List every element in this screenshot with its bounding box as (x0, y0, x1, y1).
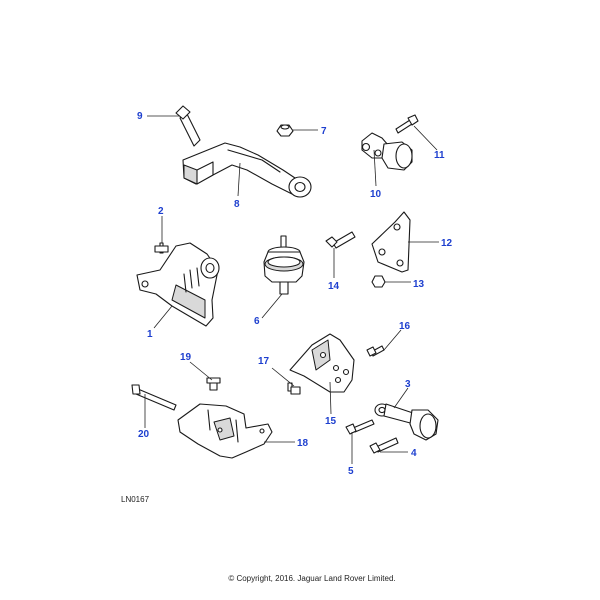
part-16-bolt[interactable] (366, 345, 385, 357)
part-15-bracket[interactable] (289, 333, 355, 393)
part-5-bolt[interactable] (345, 419, 375, 435)
part-3-tie-rod[interactable] (374, 403, 439, 441)
callout-1: 1 (147, 329, 153, 340)
callout-17: 17 (258, 356, 270, 367)
part-18-lower-bracket[interactable] (177, 403, 273, 459)
reference-code: LN0167 (121, 495, 150, 504)
part-17-bolt[interactable] (287, 382, 301, 395)
callout-20: 20 (138, 429, 150, 440)
part-19-bolt[interactable] (206, 377, 221, 391)
callout-numbers: 9 8 7 10 11 2 1 6 14 12 13 16 15 17 19 2… (137, 111, 453, 477)
part-2-bolt[interactable] (154, 242, 169, 254)
part-7-nut[interactable] (276, 124, 294, 137)
callout-11: 11 (434, 150, 445, 161)
callout-10: 10 (370, 189, 382, 200)
callout-16: 16 (399, 321, 411, 332)
callout-13: 13 (413, 279, 425, 290)
part-11-bolt[interactable] (395, 114, 419, 134)
callout-2: 2 (158, 206, 164, 217)
part-13-nut[interactable] (371, 275, 386, 288)
callout-4: 4 (411, 448, 417, 459)
leader-lines (144, 115, 439, 464)
part-10-bush-bracket[interactable] (361, 132, 413, 171)
part-12-mount-plate[interactable] (371, 211, 411, 273)
part-1-mount-bracket[interactable] (136, 242, 220, 327)
part-20-long-bolt[interactable] (131, 384, 177, 411)
callout-8: 8 (234, 199, 240, 210)
callout-18: 18 (297, 438, 309, 449)
part-8-mount-arm[interactable] (182, 142, 312, 198)
part-4-bolt[interactable] (369, 437, 399, 454)
callout-6: 6 (254, 316, 260, 327)
callout-12: 12 (441, 238, 453, 249)
callout-3: 3 (405, 379, 411, 390)
part-14-bolt[interactable] (325, 231, 356, 249)
part-9-bolt[interactable] (175, 105, 201, 147)
part-6-engine-mount[interactable] (263, 235, 305, 295)
copyright-notice: © Copyright, 2016. Jaguar Land Rover Lim… (228, 574, 395, 583)
callout-5: 5 (348, 466, 354, 477)
callout-19: 19 (180, 352, 192, 363)
callout-14: 14 (328, 281, 340, 292)
callout-15: 15 (325, 416, 337, 427)
callout-9: 9 (137, 111, 143, 122)
callout-7: 7 (321, 126, 327, 137)
